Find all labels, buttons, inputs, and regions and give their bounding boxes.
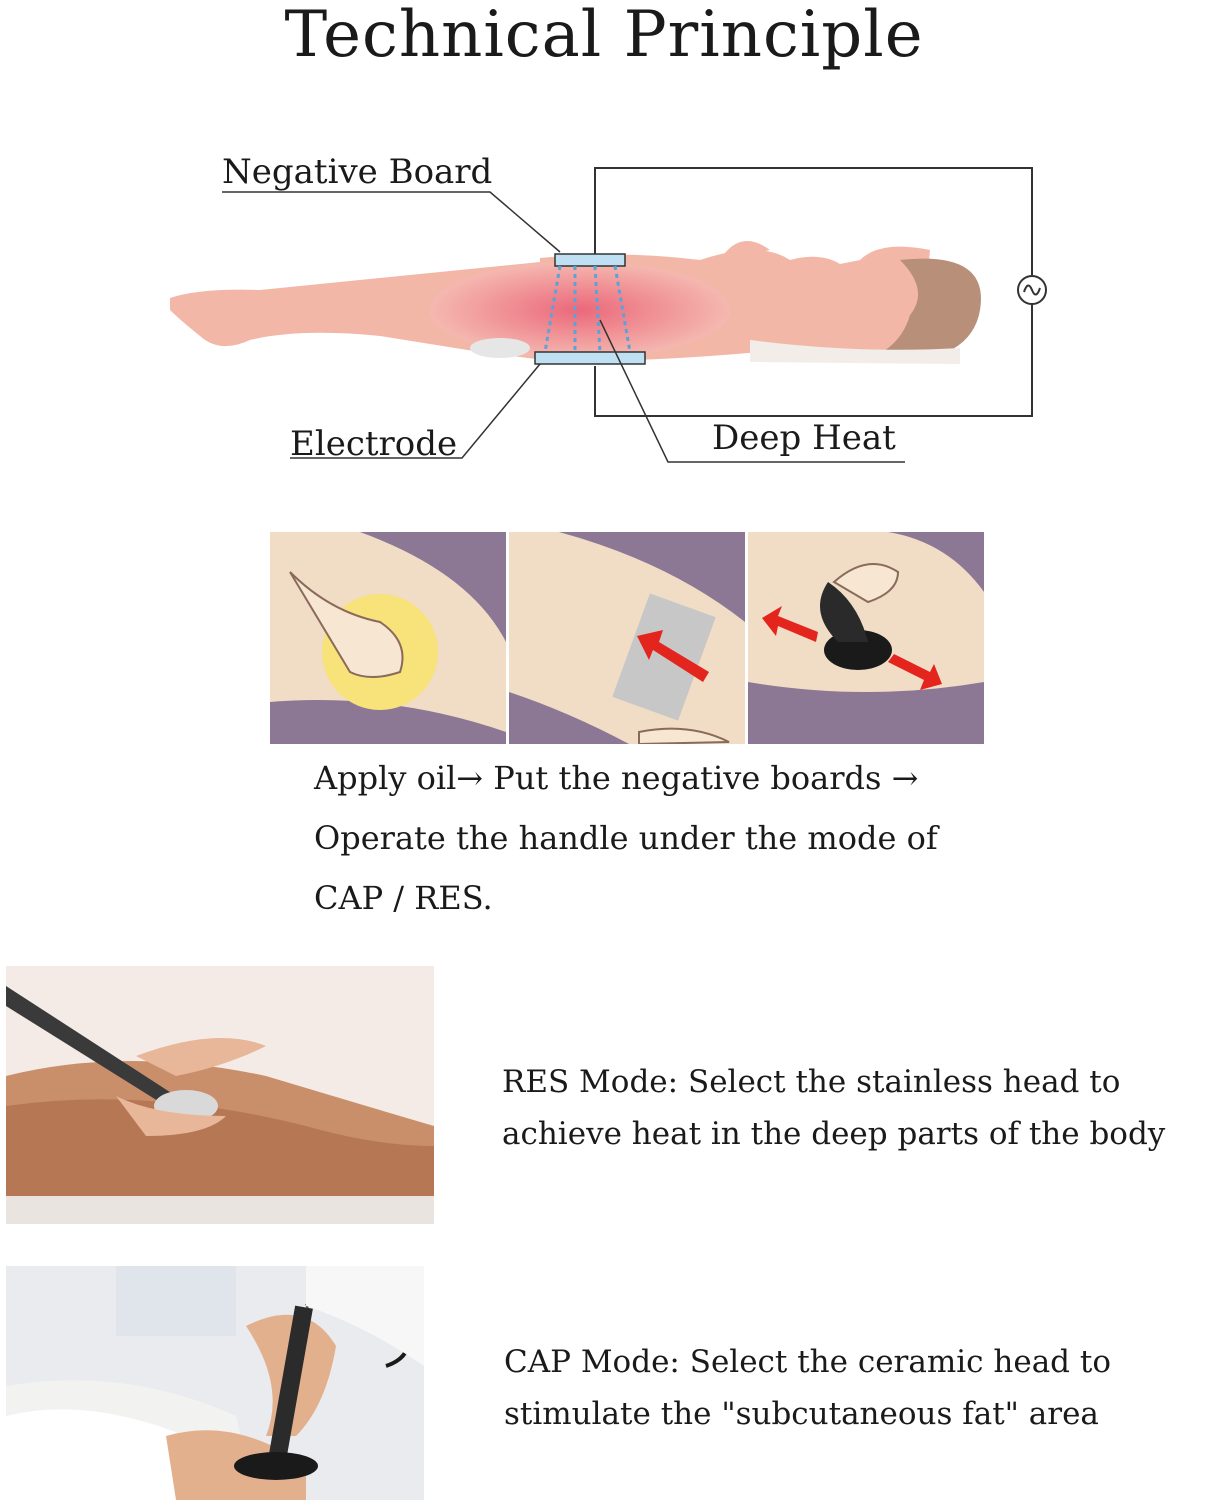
step-panel-negative-board	[509, 532, 745, 744]
res-mode-description: RES Mode: Select the stainless head to a…	[502, 1056, 1165, 1160]
res-mode-photo	[6, 966, 434, 1224]
electrode-shape	[534, 351, 646, 365]
steps-line: Operate the handle under the mode of	[314, 819, 938, 857]
steps-description: Apply oil→ Put the negative boards → Ope…	[314, 748, 938, 928]
cap-mode-line: stimulate the "subcutaneous fat" area	[504, 1396, 1099, 1432]
step-panel-apply-oil	[270, 532, 506, 744]
hair	[860, 258, 981, 363]
res-mode-line: achieve heat in the deep parts of the bo…	[502, 1116, 1166, 1152]
deep-heat-leader	[599, 319, 905, 463]
steps-line: CAP / RES.	[314, 879, 493, 917]
diagram-canvas	[170, 167, 1047, 463]
steps-line: Apply oil→ Put the negative boards →	[314, 759, 919, 797]
step-panel-operate-handle	[748, 532, 984, 744]
negative-board-leader	[222, 191, 561, 253]
page-title: Technical Principle	[284, 0, 924, 72]
current-lines	[543, 265, 632, 353]
cap-mode-line: CAP Mode: Select the ceramic head to	[504, 1344, 1111, 1380]
deep-heat-zone	[430, 262, 730, 358]
deep-heat-label: Deep Heat	[712, 418, 896, 458]
cap-mode-photo	[6, 1266, 424, 1500]
cap-mode-description: CAP Mode: Select the ceramic head to sti…	[504, 1336, 1111, 1440]
res-mode-line: RES Mode: Select the stainless head to	[502, 1064, 1121, 1100]
negative-board-shape	[554, 253, 626, 267]
electrode-leader	[290, 363, 541, 459]
lying-body	[170, 241, 981, 364]
technical-diagram	[0, 140, 1208, 480]
electrode-label: Electrode	[290, 424, 458, 464]
negative-board-label: Negative Board	[222, 152, 493, 192]
